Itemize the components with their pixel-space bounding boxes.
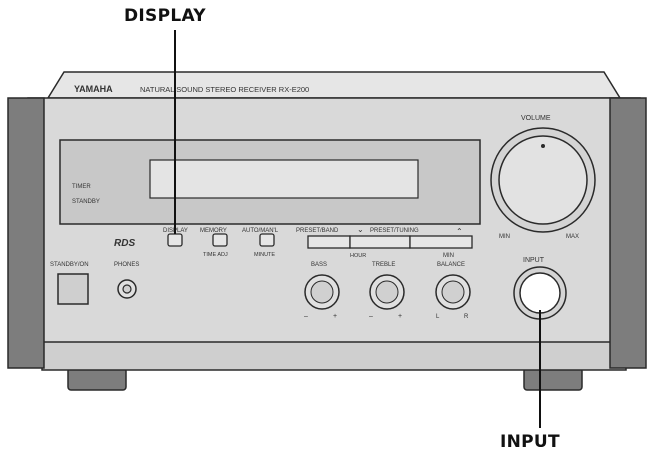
display-button[interactable] <box>167 233 183 247</box>
treble-plus: + <box>398 313 402 320</box>
standby-indicator: STANDBY <box>72 199 100 205</box>
memory-button[interactable] <box>212 233 228 247</box>
preset-down-arrow: ⌄ <box>357 225 364 234</box>
display-callout: DISPLAY <box>124 6 206 26</box>
bass-knob-inner <box>310 280 334 304</box>
balance-label-top: MIN <box>443 253 454 259</box>
phones-jack-hole <box>122 284 132 294</box>
display-window <box>149 159 419 199</box>
phones-label: PHONES <box>114 262 139 268</box>
memory-button-label: MEMORY <box>200 228 227 234</box>
balance-knob-inner <box>441 280 465 304</box>
right-side-panel <box>609 97 647 369</box>
bass-plus: + <box>333 313 337 320</box>
volume-min: MIN <box>499 234 510 240</box>
preset-up-button[interactable] <box>409 235 473 249</box>
treble-label: TREBLE <box>372 262 395 268</box>
auto-man-button-label: AUTO/MAN'L <box>242 228 279 234</box>
balance-label: BALANCE <box>437 262 465 268</box>
preset-up-arrow: ⌃ <box>456 227 463 236</box>
hour-label: HOUR <box>350 253 366 259</box>
volume-indicator-dot <box>541 144 545 148</box>
balance-left: L <box>436 314 440 320</box>
input-callout: INPUT <box>500 432 560 452</box>
auto-man-sub-label: MINUTE <box>254 252 275 258</box>
brand-logo: YAMAHA <box>74 84 113 94</box>
standby-on-button[interactable] <box>57 273 89 305</box>
volume-max: MAX <box>566 234 579 240</box>
base-strip <box>41 341 627 371</box>
model-line: NATURAL SOUND STEREO RECEIVER RX-E200 <box>140 85 309 94</box>
treble-knob-inner <box>375 280 399 304</box>
left-side-panel <box>7 97 45 369</box>
preset-down-button[interactable] <box>349 235 411 249</box>
volume-knob[interactable] <box>498 135 588 225</box>
preset-band-button[interactable] <box>307 235 351 249</box>
input-knob-label: INPUT <box>523 257 545 264</box>
memory-sub-label: TIME ADJ <box>203 252 228 258</box>
volume-label: VOLUME <box>521 115 551 122</box>
treble-minus: – <box>369 313 373 320</box>
input-knob[interactable] <box>519 272 561 314</box>
rds-logo: RDS <box>114 238 135 249</box>
bass-label: BASS <box>311 262 327 268</box>
left-foot <box>67 367 127 391</box>
preset-tuning-label: PRESET/TUNING <box>370 228 419 234</box>
preset-band-label: PRESET/BAND <box>296 228 339 234</box>
bass-minus: – <box>304 313 308 320</box>
timer-indicator: TIMER <box>72 184 91 190</box>
right-foot <box>523 367 583 391</box>
standby-on-label: STANDBY/ON <box>50 262 89 268</box>
top-chassis <box>46 71 622 99</box>
balance-right: R <box>464 314 469 320</box>
auto-man-button[interactable] <box>259 233 275 247</box>
